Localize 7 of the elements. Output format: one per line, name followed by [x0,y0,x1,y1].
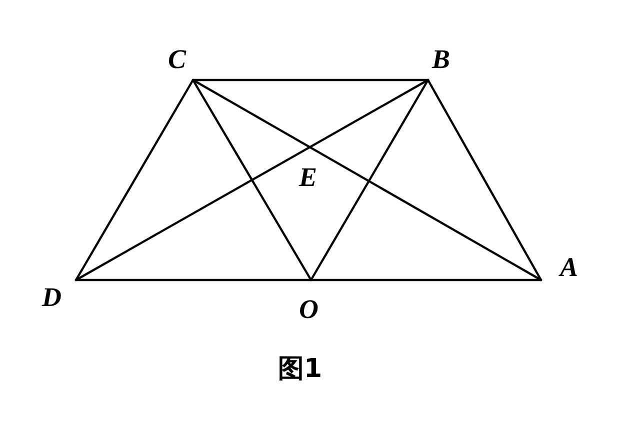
point-label: C [168,46,186,73]
point-label: O [299,296,318,323]
point-label: E [299,164,318,191]
point-label: A [560,254,578,281]
point-label: B [432,46,450,73]
point-label: D [42,284,62,311]
figure-caption: 图1 [278,356,322,382]
